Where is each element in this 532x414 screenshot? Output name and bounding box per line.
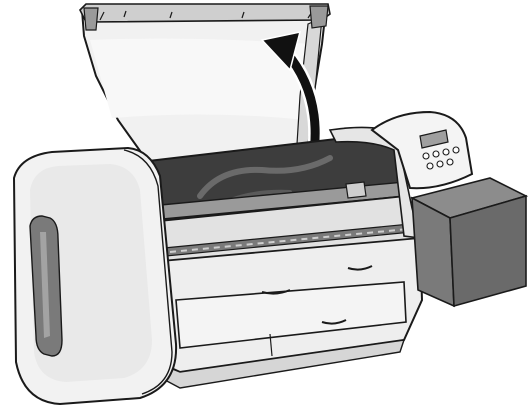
panel-button bbox=[426, 162, 434, 170]
tray-divider bbox=[269, 333, 273, 357]
cover-right-latch bbox=[309, 5, 329, 29]
cover-hinge-markers bbox=[99, 10, 313, 21]
interior-swirl bbox=[197, 155, 333, 199]
tray-handle-3 bbox=[321, 319, 347, 325]
right-block-side bbox=[449, 194, 527, 308]
panel-button bbox=[442, 148, 450, 156]
panel-button bbox=[422, 152, 430, 160]
top-cover-shading bbox=[90, 38, 312, 120]
printer-body bbox=[138, 126, 424, 389]
carriage-block bbox=[345, 181, 367, 199]
arrow-head bbox=[260, 31, 302, 72]
tray-handle-1 bbox=[261, 289, 291, 295]
panel-button bbox=[432, 150, 440, 158]
panel-button bbox=[452, 146, 460, 154]
control-panel bbox=[370, 110, 474, 190]
end-cap-inner-rim bbox=[123, 149, 173, 395]
control-panel-buttons bbox=[422, 146, 460, 170]
control-panel-housing bbox=[370, 110, 474, 190]
cover-left-latch bbox=[83, 7, 99, 31]
right-end-block bbox=[409, 177, 529, 308]
platen-dashes bbox=[169, 228, 409, 253]
tray-handle-2 bbox=[347, 265, 373, 271]
front-tray bbox=[175, 281, 407, 349]
end-cap-recess-highlight bbox=[40, 232, 50, 338]
control-panel-display bbox=[419, 129, 449, 149]
left-end-cap bbox=[12, 146, 178, 406]
panel-button bbox=[446, 158, 454, 166]
top-cover bbox=[79, 3, 331, 164]
panel-button bbox=[436, 160, 444, 168]
top-cover-rim bbox=[79, 3, 331, 23]
